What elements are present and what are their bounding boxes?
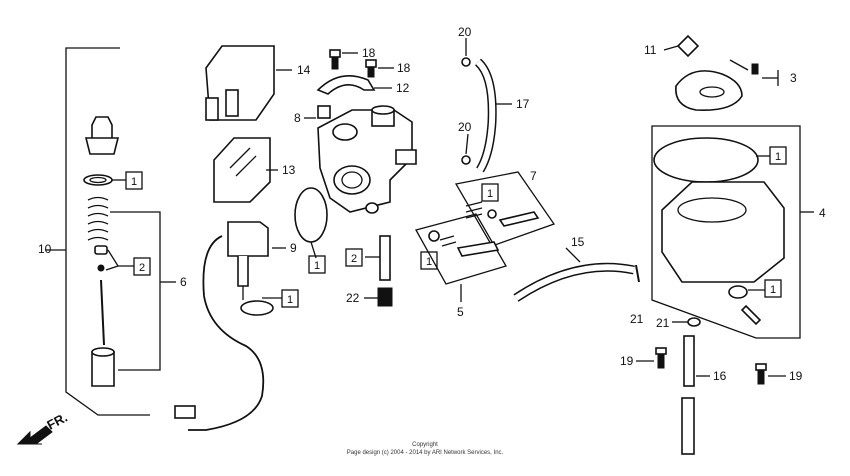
clip-20-top <box>461 57 471 67</box>
jet-22 <box>377 287 393 307</box>
gasket-oring-1 <box>294 187 328 243</box>
callout-19-right: 19 <box>789 369 803 383</box>
boxed-callout-2-b: 2 <box>351 253 357 265</box>
tube-16 <box>681 335 695 455</box>
callout-11: 11 <box>644 43 657 57</box>
callout-18-right: 18 <box>397 61 411 75</box>
copyright-line2: Page design (c) 2004 - 2014 by ARI Netwo… <box>347 450 504 456</box>
callout-6: 6 <box>180 275 187 289</box>
plate-12 <box>316 74 392 95</box>
callout-20-bottom: 20 <box>458 120 472 134</box>
callout-18-left: 18 <box>362 46 376 60</box>
boxed-callout-1-b: 1 <box>287 294 293 306</box>
callout-19-left: 19 <box>620 354 634 368</box>
clip-20-bottom <box>461 155 471 165</box>
callout-4: 4 <box>819 206 826 220</box>
bracket-10 <box>45 47 150 416</box>
gasket-11 <box>663 34 700 58</box>
boxed-callout-2-a: 2 <box>139 262 145 274</box>
callout-9: 9 <box>290 241 297 255</box>
carburetor-body-8 <box>317 105 417 214</box>
callout-14: 14 <box>297 63 311 77</box>
screw-19-right <box>755 363 767 385</box>
callout-21-clip: 21 <box>656 316 670 330</box>
callout-3: 3 <box>790 71 797 85</box>
screw-19-left <box>655 347 667 369</box>
copyright-line1: Copyright <box>412 442 438 448</box>
callout-5: 5 <box>457 305 464 319</box>
screw-set-5 <box>415 213 507 302</box>
electric-choke-9 <box>174 221 274 431</box>
boxed-callout-1-c: 1 <box>314 260 320 272</box>
boxed-callout-1-a: 1 <box>131 176 137 188</box>
callout-7: 7 <box>530 169 537 183</box>
boxed-callout-1-g: 1 <box>770 284 776 296</box>
callout-20-top: 20 <box>458 25 472 39</box>
cover-14 <box>205 45 275 121</box>
front-direction-arrow: FR. <box>16 410 70 445</box>
callout-12: 12 <box>396 81 410 95</box>
callout-13: 13 <box>282 163 296 177</box>
bracket-6 <box>110 211 176 371</box>
screw-18-left <box>329 49 341 70</box>
callout-15: 15 <box>571 235 585 249</box>
callout-21-vertical: 21 <box>630 312 644 326</box>
screw-set-7 <box>454 171 556 247</box>
jet-needle-stack <box>83 116 120 387</box>
boxed-callout-1-f: 1 <box>775 151 781 163</box>
callout-labels: 10 6 14 13 9 8 18 18 12 20 20 17 7 15 22… <box>38 25 826 383</box>
float-bowl-4 <box>651 125 814 339</box>
callout-10: 10 <box>38 242 52 256</box>
callout-22: 22 <box>346 291 360 305</box>
boxed-callout-1-d: 1 <box>487 188 493 200</box>
clip-21 <box>687 317 701 327</box>
boxed-callouts: 1 2 1 1 2 1 1 1 1 <box>105 146 787 308</box>
jet-2 <box>365 235 391 281</box>
boxed-callout-1-e: 1 <box>426 256 432 268</box>
callout-17: 17 <box>516 97 530 111</box>
diaphragm-3 <box>675 59 779 112</box>
cover-13 <box>213 137 271 203</box>
screw-18-right <box>365 59 377 78</box>
callout-8: 8 <box>294 111 301 125</box>
callout-16: 16 <box>713 369 727 383</box>
